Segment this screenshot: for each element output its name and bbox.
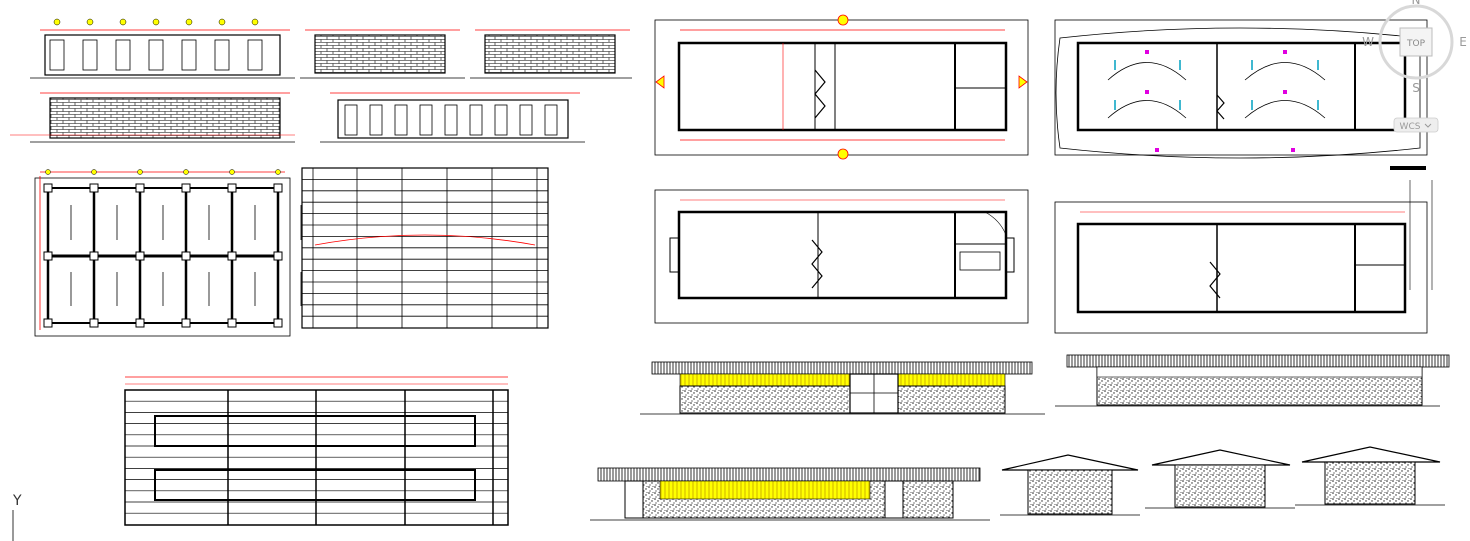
structural-column-grid-plan bbox=[34, 169, 302, 337]
viewcube-north[interactable]: N bbox=[1412, 0, 1421, 7]
floor-plan-1 bbox=[654, 14, 1029, 160]
ucs-y-axis-label: Y bbox=[12, 493, 22, 509]
section-elevation-b bbox=[1145, 449, 1295, 509]
viewcube-south[interactable]: S bbox=[1412, 81, 1420, 95]
viewcube-top-face[interactable] bbox=[1399, 27, 1433, 57]
viewcube-east[interactable]: E bbox=[1459, 35, 1467, 49]
floor-plan-4 bbox=[1054, 166, 1433, 334]
floor-plan-3 bbox=[654, 189, 1029, 324]
section-elevation-a bbox=[1000, 454, 1140, 516]
elevation-top-left-4 bbox=[10, 92, 295, 143]
section-elevation-c bbox=[1295, 446, 1445, 506]
elevation-top-left-5 bbox=[320, 92, 585, 143]
viewcube-face-label[interactable]: TOP bbox=[1406, 39, 1426, 49]
elevation-top-left-1 bbox=[30, 18, 295, 79]
wcs-label[interactable]: WCS bbox=[1400, 122, 1421, 132]
wcs-menu-button[interactable] bbox=[1393, 117, 1439, 133]
ucs-icon: Y bbox=[12, 493, 22, 541]
elevation-top-left-2 bbox=[300, 29, 465, 79]
chevron-down-icon[interactable] bbox=[1424, 123, 1432, 128]
side-elevation-1 bbox=[1055, 354, 1450, 407]
front-elevation-1 bbox=[640, 361, 1045, 415]
viewcube-west[interactable]: W bbox=[1362, 35, 1374, 49]
viewcube[interactable]: TOP N W E S WCS bbox=[1362, 0, 1467, 133]
foundation-plan bbox=[124, 376, 509, 526]
roof-framing-plan bbox=[301, 167, 549, 329]
elevation-top-left-3 bbox=[470, 29, 632, 79]
floor-plan-2-lighting bbox=[1054, 19, 1428, 159]
front-elevation-2 bbox=[590, 467, 990, 521]
